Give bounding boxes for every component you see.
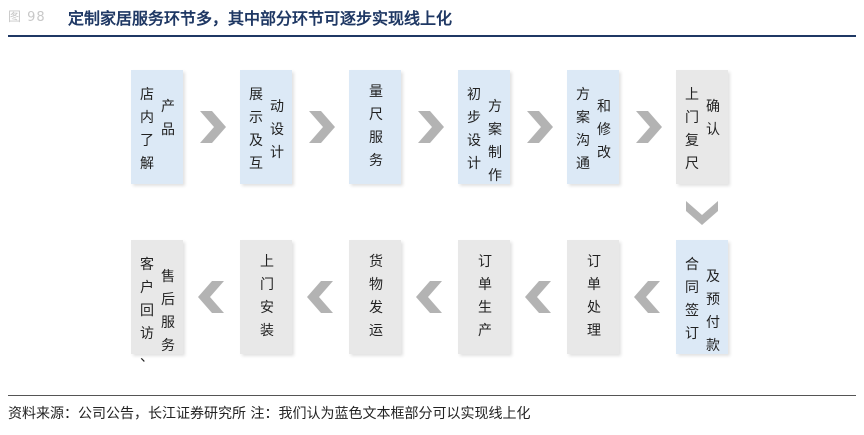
title-rule	[8, 35, 856, 37]
process-step-7: 合同签订及预付款	[676, 240, 728, 354]
process-step-5: 方案沟通和修改	[567, 70, 619, 184]
flow-arrow-right-2	[305, 107, 337, 147]
process-step-11: 上门安装	[240, 240, 292, 354]
footer-rule	[8, 395, 856, 396]
source-note: 资料来源：公司公告，长江证券研究所 注：我们认为蓝色文本框部分可以实现线上化	[8, 406, 531, 422]
flow-arrow-left-5	[196, 277, 228, 317]
flow-arrow-left-1	[632, 277, 664, 317]
step-text-secondary: 及预付款	[706, 269, 720, 354]
process-step-2: 展示及互动设计	[240, 70, 292, 184]
process-step-6: 上门复尺确认	[676, 70, 728, 184]
step-text-primary: 上门安装	[260, 254, 274, 339]
step-text-secondary: 方案制作	[488, 99, 502, 184]
flow-arrow-left-3	[414, 277, 446, 317]
process-step-9: 订单生产	[458, 240, 510, 354]
step-text-primary: 订单处理	[587, 254, 601, 339]
process-step-8: 订单处理	[567, 240, 619, 354]
process-step-10: 货物发运	[349, 240, 401, 354]
figure-title: 定制家居服务环节多，其中部分环节可逐步实现线上化	[68, 9, 453, 28]
flow-arrow-down	[684, 197, 720, 229]
flow-arrow-right-4	[523, 107, 555, 147]
process-step-1: 店内了解产品	[131, 70, 183, 184]
flow-arrow-right-3	[414, 107, 446, 147]
process-step-4: 初步设计方案制作	[458, 70, 510, 184]
flow-arrow-right-1	[196, 107, 228, 147]
figure-label: 图 98	[8, 10, 46, 25]
step-text-secondary: 动设计	[270, 99, 284, 161]
step-text-secondary: 产品	[161, 99, 175, 138]
flow-arrow-left-2	[523, 277, 555, 317]
flow-arrow-left-4	[305, 277, 337, 317]
flow-arrow-right-5	[632, 107, 664, 147]
step-text-secondary: 和修改	[597, 99, 611, 161]
step-text-primary: 客户回访、	[140, 257, 154, 365]
step-text-secondary: 确认	[706, 99, 720, 138]
step-text-primary: 初步设计	[467, 87, 481, 172]
step-text-primary: 货物发运	[369, 254, 383, 339]
process-step-3: 量尺服务	[349, 70, 401, 184]
step-text-secondary: 售后服务	[161, 269, 175, 354]
step-text-primary: 店内了解	[140, 87, 154, 172]
process-step-12: 客户回访、售后服务	[131, 240, 183, 365]
step-text-primary: 订单生产	[478, 254, 492, 339]
step-text-primary: 方案沟通	[576, 87, 590, 172]
step-text-primary: 展示及互	[249, 87, 263, 172]
step-text-primary: 量尺服务	[369, 84, 383, 169]
step-text-primary: 上门复尺	[685, 87, 699, 172]
step-text-primary: 合同签订	[685, 257, 699, 342]
